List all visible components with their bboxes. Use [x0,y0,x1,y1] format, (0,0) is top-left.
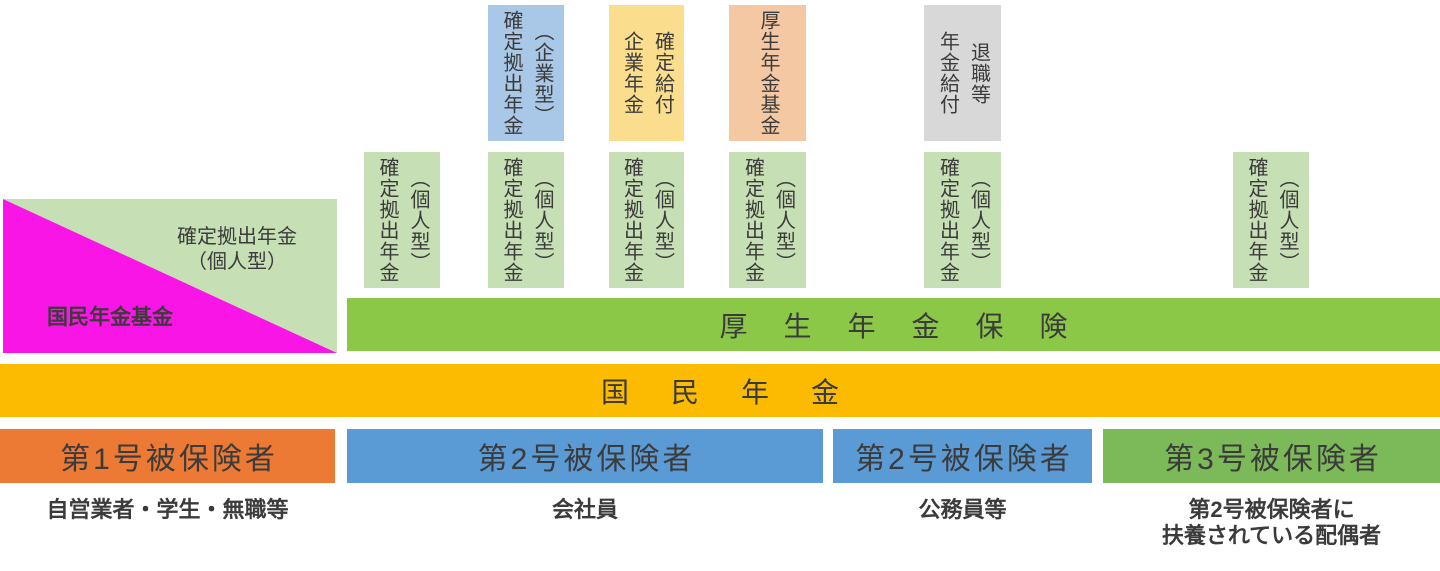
box-ideco-2: 確定拠出年金 （個人型） [488,152,564,288]
box-ideco-4-col1: 確定拠出年金 [741,157,764,283]
box-kosei-nenkin-kikin-col1: 厚生年金基金 [757,10,779,136]
ideco-label-line2: （個人型） [187,251,287,273]
insured-1-description: 自営業者・学生・無職等 [46,497,289,522]
box-kosei-nenkin-kikin: 厚生年金基金 [729,5,806,141]
insured-3-description-line1: 第2号被保険者に [1188,497,1355,522]
box-ideco-3: 確定拠出年金 （個人型） [609,152,684,288]
box-ideco-6-col2: （個人型） [1276,167,1298,273]
box-taishoku-col2: 退職等 [967,41,990,105]
box-ideco-4-col2: （個人型） [772,167,795,273]
box-ideco-6: 確定拠出年金 （個人型） [1233,152,1309,288]
box-ideco-6-col1: 確定拠出年金 [1245,157,1267,283]
box-ideco-3-col2: （個人型） [651,167,674,273]
box-ideco-2-col2: （個人型） [531,167,553,273]
box-taishoku-col1: 年金給付 [936,31,959,115]
insured-2b-description: 公務員等 [918,497,1007,522]
kosei-nenkin-hoken-bar: 厚生年金保険 [347,298,1440,351]
insured-1-bar: 第1号被保険者 [0,429,335,483]
kokumin-nenkin-bar: 国民年金 [0,364,1440,417]
insured-3-bar: 第3号被保険者 [1103,429,1440,483]
box-ideco-1-col2: （個人型） [407,167,429,273]
insured-2a-description: 会社員 [551,497,618,522]
kosei-nenkin-hoken-label: 厚生年金保険 [719,310,1104,342]
box-ideco-4: 確定拠出年金 （個人型） [729,152,806,288]
box-dc-kigyogata: 確定拠出年金 （企業型） [488,5,564,141]
box-ideco-5-col1: 確定拠出年金 [936,157,959,283]
insured-2b-bar: 第2号被保険者 [833,429,1092,483]
box-dc-kigyogata-col2: （企業型） [531,20,553,126]
insured-1-label: 第1号被保険者 [60,443,278,476]
box-kakutei-kyufu-col1: 企業年金 [620,31,643,115]
insured-3-description: 第2号被保険者に 扶養されている配偶者 [1103,497,1440,549]
box-ideco-2-col1: 確定拠出年金 [500,157,522,283]
box-ideco-1-col1: 確定拠出年金 [376,157,398,283]
box-kakutei-kyufu-col2: 確定給付 [651,31,674,115]
kokumin-kikin-ideco-block: 確定拠出年金 （個人型） 国民年金基金 [3,199,337,353]
box-ideco-1: 確定拠出年金 （個人型） [364,152,440,288]
ideco-kojin-triangle-label: 確定拠出年金 （個人型） [151,225,323,275]
box-ideco-5: 確定拠出年金 （個人型） [924,152,1001,288]
box-kakutei-kyufu-kigyo-nenkin: 企業年金 確定給付 [609,5,684,141]
kokumin-nenkin-kikin-label: 国民年金基金 [47,306,173,329]
box-taishoku-nenkin-kyufu: 年金給付 退職等 [924,5,1001,141]
insured-2a-bar: 第2号被保険者 [347,429,823,483]
box-ideco-5-col2: （個人型） [967,167,990,273]
insured-2a-label: 第2号被保険者 [477,443,696,476]
insured-2b-label: 第2号被保険者 [855,443,1073,476]
box-dc-kigyogata-col1: 確定拠出年金 [500,10,522,136]
insured-3-label: 第3号被保険者 [1164,443,1382,476]
box-ideco-3-col1: 確定拠出年金 [620,157,643,283]
ideco-label-line1: 確定拠出年金 [177,226,297,248]
kokumin-nenkin-label: 国民年金 [600,376,881,408]
insured-3-description-line2: 扶養されている配偶者 [1161,523,1382,548]
